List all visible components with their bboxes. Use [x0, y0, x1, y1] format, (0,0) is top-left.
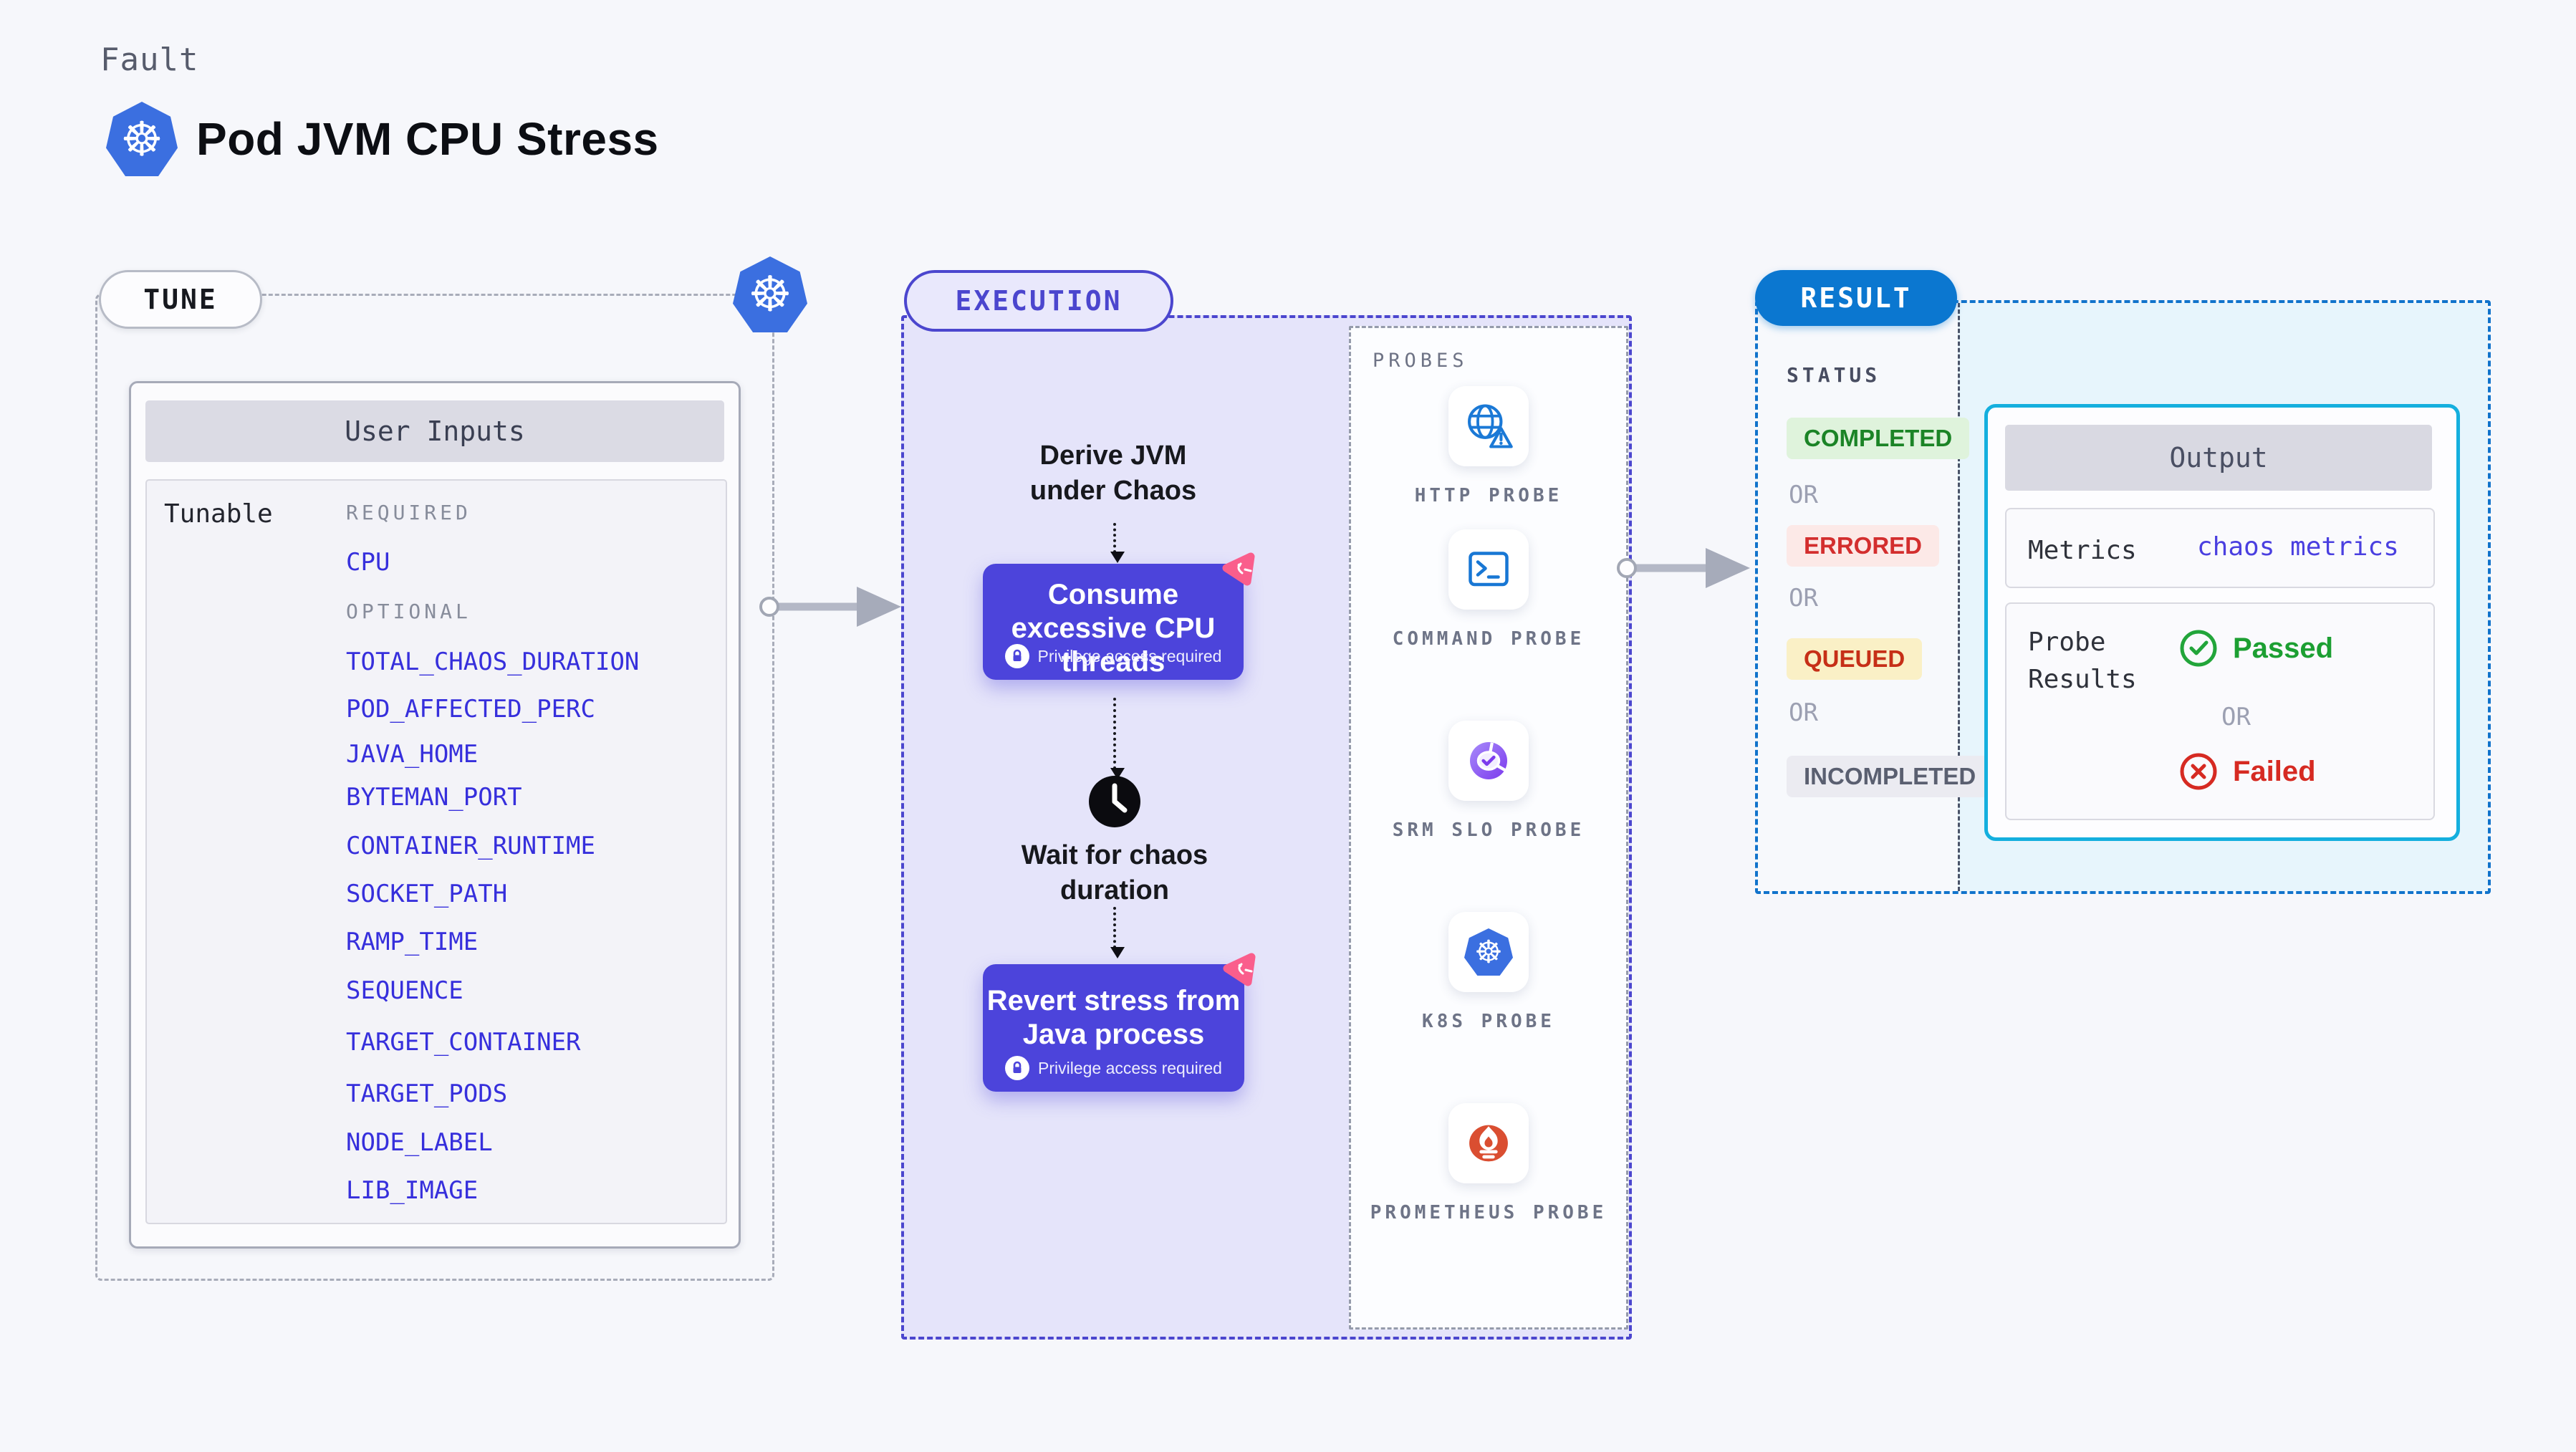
step-revert-label: Revert stress from Java process — [986, 985, 1241, 1051]
param-name: TARGET_PODS — [346, 1080, 508, 1108]
metrics-label: Metrics — [2028, 536, 2137, 565]
probe-label: SRM SLO PROBE — [1392, 819, 1585, 841]
kubernetes-icon: ☸ — [106, 102, 178, 176]
probe-item: COMMAND PROBE — [1351, 529, 1626, 652]
flow-connector — [1110, 698, 1125, 779]
page-title: Pod JVM CPU Stress — [196, 113, 659, 165]
user-inputs-header: User Inputs — [145, 400, 724, 462]
probe-item: HTTP PROBE — [1351, 386, 1626, 509]
user-inputs-card: User Inputs Tunable REQUIRED CPU OPTIONA… — [129, 381, 741, 1249]
param-name: TARGET_CONTAINER — [346, 1028, 581, 1057]
optional-group-label: OPTIONAL — [346, 600, 471, 623]
param-name: LIB_IMAGE — [346, 1176, 479, 1205]
probes-panel: PROBES HTTP PROBE — [1349, 326, 1628, 1330]
fault-kicker: Fault — [100, 42, 199, 78]
x-circle-icon — [2180, 753, 2217, 790]
clock-icon — [1089, 776, 1140, 827]
terminal-icon — [1469, 552, 1509, 587]
param-name: BYTEMAN_PORT — [346, 783, 522, 812]
revert-stress-step-card: Revert stress from Java process Privileg… — [983, 953, 1256, 1092]
step-wait-label: Wait for chaos duration — [1021, 840, 1208, 905]
param-name: CPU — [346, 548, 390, 577]
probe-label: HTTP PROBE — [1414, 485, 1563, 506]
probe-label: PROMETHEUS PROBE — [1370, 1202, 1607, 1223]
kubernetes-icon: ☸ — [733, 256, 807, 332]
output-card: Output Metrics chaos metrics Probe Resul… — [1984, 404, 2460, 841]
title-row: ☸ Pod JVM CPU Stress — [106, 102, 659, 176]
privilege-row: Privilege access required — [983, 644, 1244, 668]
param-name: SOCKET_PATH — [346, 880, 508, 908]
param-name: JAVA_HOME — [346, 740, 479, 769]
status-badge-errored: ERRORED — [1787, 525, 1940, 567]
tunable-label: Tunable — [164, 499, 273, 529]
tune-section — [95, 294, 774, 1281]
status-label: STATUS — [1787, 363, 1881, 387]
probe-item: PROMETHEUS PROBE — [1351, 1103, 1626, 1226]
metrics-row: Metrics chaos metrics — [2005, 508, 2435, 588]
prometheus-flame-icon — [1469, 1125, 1508, 1162]
result-pill: RESULT — [1755, 270, 1957, 326]
param-name: NODE_LABEL — [346, 1128, 493, 1157]
flow-connector — [1110, 907, 1125, 958]
output-header: Output — [2005, 425, 2432, 491]
probe-item: ☸ K8S PROBE — [1351, 912, 1626, 1034]
probe-card — [1448, 1103, 1529, 1183]
step-derive-label: Derive JVM under Chaos — [1029, 441, 1197, 506]
param-name: SEQUENCE — [346, 976, 463, 1005]
status-badge-completed: COMPLETED — [1787, 418, 1970, 459]
check-circle-icon — [2180, 630, 2217, 667]
flow-connector — [1110, 523, 1125, 563]
or-label: OR — [1789, 481, 1818, 509]
execution-pill: EXECUTION — [904, 270, 1173, 332]
failed-row: Failed — [2178, 751, 2316, 792]
passed-label: Passed — [2233, 632, 2334, 664]
or-label: OR — [1789, 698, 1818, 727]
or-label: OR — [2221, 703, 2251, 731]
globe-alert-icon — [1468, 404, 1513, 448]
probe-label: K8S PROBE — [1422, 1011, 1555, 1032]
param-name: TOTAL_CHAOS_DURATION — [346, 648, 640, 676]
param-name: RAMP_TIME — [346, 928, 479, 956]
status-badge-incompleted: INCOMPLETED — [1787, 756, 1994, 797]
lock-icon — [1004, 644, 1029, 668]
result-divider — [1958, 303, 1960, 891]
probe-card — [1448, 529, 1529, 610]
probe-item: SRM SLO PROBE — [1351, 721, 1626, 843]
step-consume-label: Consume excessive CPU threads — [1011, 579, 1216, 678]
execution-to-result-arrow — [1617, 548, 1750, 588]
probe-card — [1448, 386, 1529, 466]
status-badge-queued: QUEUED — [1787, 638, 1923, 680]
probe-card: ☸ — [1448, 912, 1529, 992]
param-name: CONTAINER_RUNTIME — [346, 832, 595, 860]
privilege-note: Privilege access required — [1037, 646, 1222, 665]
chaos-badge-icon — [1222, 552, 1255, 586]
tune-pill: TUNE — [99, 270, 262, 329]
privilege-row: Privilege access required — [983, 1056, 1244, 1080]
kubernetes-icon: ☸ — [1464, 928, 1513, 976]
probe-results-row: Probe Results Passed OR Failed — [2005, 602, 2435, 820]
result-section: STATUS COMPLETED OR ERRORED OR QUEUED OR… — [1755, 300, 2491, 894]
chaos-badge-icon — [1223, 953, 1256, 986]
probe-card — [1448, 721, 1529, 801]
required-group-label: REQUIRED — [346, 501, 471, 524]
tunable-panel: Tunable REQUIRED CPU OPTIONAL TOTAL_CHAO… — [145, 479, 727, 1224]
failed-label: Failed — [2233, 755, 2316, 787]
lock-icon — [1005, 1056, 1030, 1080]
privilege-note: Privilege access required — [1038, 1058, 1222, 1077]
metrics-value: chaos metrics — [2197, 532, 2399, 562]
probes-panel-label: PROBES — [1373, 350, 1469, 372]
passed-row: Passed — [2178, 628, 2333, 668]
probe-results-label: Probe Results — [2028, 628, 2137, 695]
probe-label: COMMAND PROBE — [1392, 628, 1585, 650]
param-name: POD_AFFECTED_PERC — [346, 695, 595, 723]
consume-cpu-step-card: Consume excessive CPU threads Privilege … — [983, 552, 1255, 680]
slo-pie-check-icon — [1470, 742, 1507, 779]
or-label: OR — [1789, 584, 1818, 612]
tune-to-execution-arrow — [759, 587, 901, 627]
